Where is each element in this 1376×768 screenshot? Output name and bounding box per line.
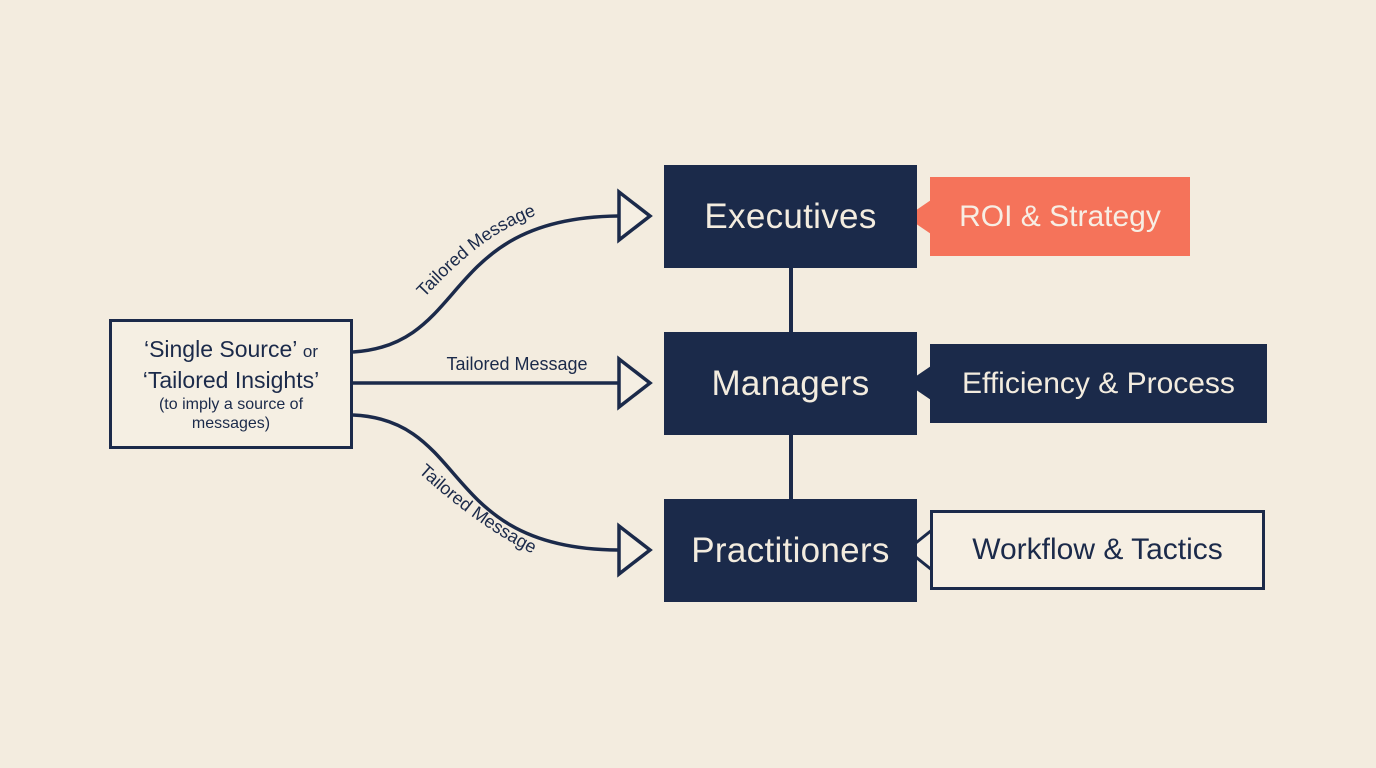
source-title-line1: ‘Single Source’ or xyxy=(112,335,350,366)
audience-box-practitioners: Practitioners xyxy=(664,499,917,602)
source-title-suffix: or xyxy=(302,342,319,361)
audience-box-managers: Managers xyxy=(664,332,917,435)
audience-box-executives: Executives xyxy=(664,165,917,268)
focus-tag-managers: Efficiency & Process xyxy=(930,344,1267,423)
focus-tag-practitioners: Workflow & Tactics xyxy=(930,510,1265,590)
source-title-line2: ‘Tailored Insights’ xyxy=(142,367,320,393)
source-box: ‘Single Source’ or ‘Tailored Insights’ (… xyxy=(109,319,353,449)
arrowhead-middle-icon xyxy=(617,355,653,411)
focus-tag-executives: ROI & Strategy xyxy=(930,177,1190,256)
connector-label-bottom: Tailored Message xyxy=(415,460,539,557)
connector-line-bottom xyxy=(352,413,619,552)
connector-line-top xyxy=(352,214,619,354)
source-note: (to imply a source of messages) xyxy=(158,396,304,432)
source-title-main: ‘Single Source’ xyxy=(143,336,297,362)
connector-label-top: Tailored Message xyxy=(413,200,538,300)
connector-label-middle: Tailored Message xyxy=(446,354,587,374)
arrowhead-top-icon xyxy=(617,188,653,244)
tag-pointer-mgr xyxy=(906,366,931,400)
tag-pointer-exec xyxy=(906,200,931,234)
arrowhead-bottom-icon xyxy=(617,522,653,578)
